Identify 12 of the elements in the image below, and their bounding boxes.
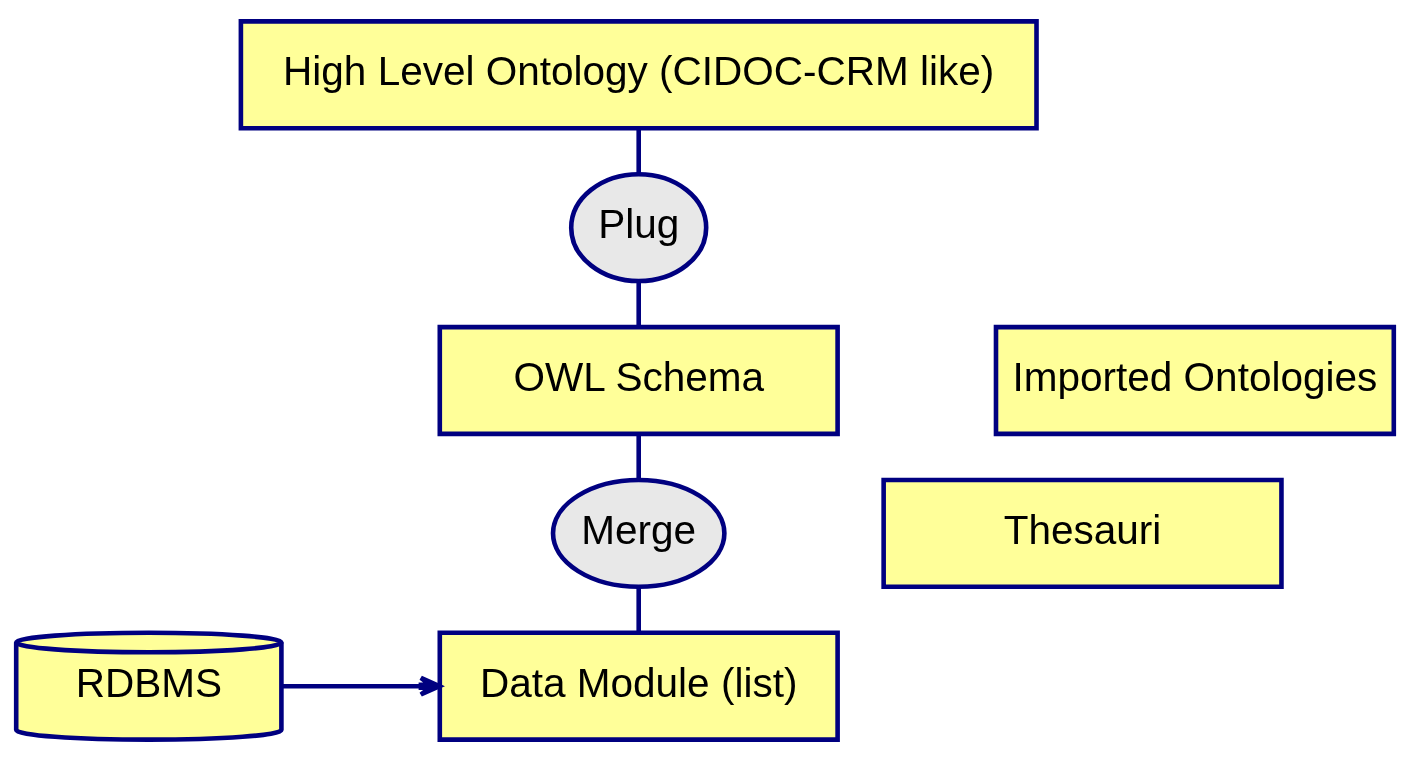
node-box: Imported Ontologies xyxy=(993,324,1397,437)
connector xyxy=(636,434,641,480)
connector xyxy=(636,128,641,174)
connector xyxy=(636,281,641,327)
arrow xyxy=(281,675,442,697)
node-box: High Level Ontology (CIDOC-CRM like) xyxy=(238,19,1039,131)
node-box: OWL Schema xyxy=(437,324,840,437)
connector xyxy=(636,587,641,633)
node-ellipse: Plug xyxy=(568,171,709,284)
node-box: Thesauri xyxy=(881,477,1284,590)
node-ellipse: Merge xyxy=(550,477,727,590)
node-box: Data Module (list) xyxy=(437,630,840,742)
